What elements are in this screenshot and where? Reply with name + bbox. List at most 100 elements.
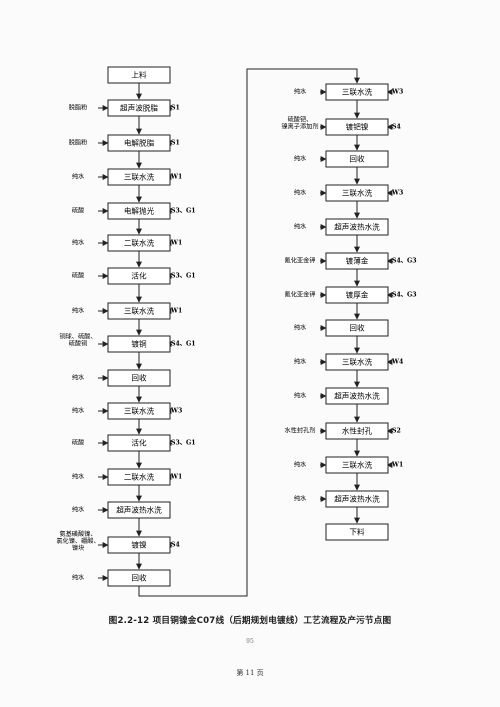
- left-process-box: [107, 302, 171, 320]
- right-input-label: 纯水: [294, 88, 307, 96]
- right-input-label: 纯水: [294, 461, 307, 469]
- left-process-label: 上料: [131, 70, 147, 80]
- left-process-box: [107, 99, 171, 117]
- right-output-label: S4、G3: [392, 258, 417, 265]
- right-input-label: 纯水: [294, 392, 307, 400]
- left-process-label: 回收: [131, 373, 147, 383]
- left-output-label: W1: [170, 308, 182, 315]
- document-number: 95: [246, 638, 254, 645]
- left-output-label: S1: [171, 140, 180, 147]
- left-process-label: 活化: [131, 438, 147, 448]
- left-process-box: [107, 66, 171, 84]
- right-output-label: W1: [391, 462, 403, 469]
- left-process-box: [107, 335, 171, 353]
- right-process-label: 超声波热水洗: [334, 222, 380, 232]
- left-process-box: [107, 267, 171, 285]
- right-process-label: 三联水洗: [342, 357, 373, 367]
- left-input-label: 纯水: [72, 473, 85, 481]
- left-input-label: 脱脂粉: [69, 139, 88, 147]
- column-connector-arrow: [138, 68, 360, 597]
- left-output-label: S4、G1: [171, 341, 196, 348]
- left-input-label: 硫酸: [72, 272, 84, 280]
- left-process-label: 活化: [131, 271, 147, 281]
- left-process-box: [107, 202, 171, 220]
- right-process-label: 镀钯镍: [346, 122, 369, 132]
- left-process-label: 三联水洗: [124, 172, 155, 182]
- right-process-label: 三联水洗: [342, 188, 373, 198]
- right-process-label: 超声波热水洗: [334, 494, 380, 504]
- left-process-box: [107, 168, 171, 186]
- right-process-box: [325, 184, 389, 202]
- left-process-label: 镀镍: [131, 540, 147, 550]
- left-input-label: 铜球、硫酸、硫酸铜: [59, 332, 96, 347]
- right-input-label: 硫酸钯、镍离子添加剂: [281, 115, 318, 130]
- left-process-box: [107, 434, 171, 452]
- right-process-box: [325, 150, 389, 168]
- left-input-label: 氨基磺酸镍、氯化镍、硼酸、镍块: [56, 530, 99, 552]
- right-process-box: [325, 218, 389, 236]
- left-process-label: 电解抛光: [124, 206, 155, 216]
- left-process-box: [107, 569, 171, 587]
- right-process-label: 三联水洗: [342, 460, 373, 470]
- left-process-label: 电解脱脂: [124, 138, 155, 148]
- right-process-label: 回收: [349, 323, 365, 333]
- left-output-label: S3、G1: [171, 440, 196, 447]
- left-output-label: W1: [170, 474, 182, 481]
- right-process-box: [325, 456, 389, 474]
- right-process-box: [325, 319, 389, 337]
- left-process-label: 超声波热水洗: [116, 505, 162, 515]
- right-process-label: 回收: [349, 154, 365, 164]
- left-output-label: S1: [171, 105, 180, 112]
- right-output-label: S2: [392, 428, 401, 435]
- right-output-label: S4: [392, 124, 401, 131]
- right-process-label: 水性封孔: [342, 426, 373, 436]
- figure-caption: 图2.2-12 项目铜镍金C07线（后期规划电镀线）工艺流程及产污节点图: [108, 616, 392, 626]
- left-input-label: 纯水: [72, 506, 85, 514]
- right-output-label: W3: [391, 89, 403, 96]
- left-input-label: 纯水: [72, 374, 85, 382]
- right-input-label: 氰化亚金钾: [285, 257, 316, 265]
- left-process-box: [107, 134, 171, 152]
- right-output-label: W3: [391, 190, 403, 197]
- left-process-box: [107, 369, 171, 387]
- left-input-label: 纯水: [72, 307, 85, 315]
- left-process-box: [107, 402, 171, 420]
- right-input-label: 纯水: [294, 155, 307, 163]
- right-input-label: 水性封孔剂: [285, 427, 316, 435]
- left-process-box: [107, 501, 171, 519]
- left-process-box: [107, 536, 171, 554]
- left-output-label: S3、G1: [171, 208, 196, 215]
- left-output-label: S4: [171, 542, 180, 549]
- left-process-label: 三联水洗: [124, 406, 155, 416]
- left-process-box: [107, 468, 171, 486]
- right-input-label: 纯水: [294, 189, 307, 197]
- right-input-label: 纯水: [294, 495, 307, 503]
- left-output-label: W1: [170, 240, 182, 247]
- right-process-box: [325, 387, 389, 405]
- left-output-label: S3、G1: [171, 273, 196, 280]
- right-output-label: S4、G3: [392, 292, 417, 299]
- right-output-label: W4: [391, 359, 404, 366]
- right-process-label: 超声波热水洗: [334, 391, 380, 401]
- right-input-label: 氰化亚金钾: [285, 291, 316, 299]
- right-input-label: 纯水: [294, 223, 307, 231]
- right-input-label: 纯水: [294, 324, 307, 332]
- right-process-box: [325, 252, 389, 270]
- right-process-label: 三联水洗: [342, 87, 373, 97]
- page-number: 第 11 页: [236, 669, 264, 677]
- right-process-box: [325, 353, 389, 371]
- left-input-label: 纯水: [72, 574, 85, 582]
- left-input-label: 纯水: [72, 173, 85, 181]
- left-process-label: 镀铜: [131, 339, 147, 349]
- left-input-label: 硫酸: [72, 439, 84, 447]
- left-process-label: 三联水洗: [124, 306, 155, 316]
- right-process-box: [325, 83, 389, 101]
- left-input-label: 纯水: [72, 407, 85, 415]
- right-input-label: 纯水: [294, 358, 307, 366]
- right-process-label: 镀厚金: [346, 290, 369, 300]
- left-input-label: 硫酸: [72, 207, 84, 215]
- left-input-label: 脱脂粉: [69, 104, 88, 112]
- right-process-box: [325, 118, 389, 136]
- left-process-label: 回收: [131, 573, 147, 583]
- left-input-label: 纯水: [72, 239, 85, 247]
